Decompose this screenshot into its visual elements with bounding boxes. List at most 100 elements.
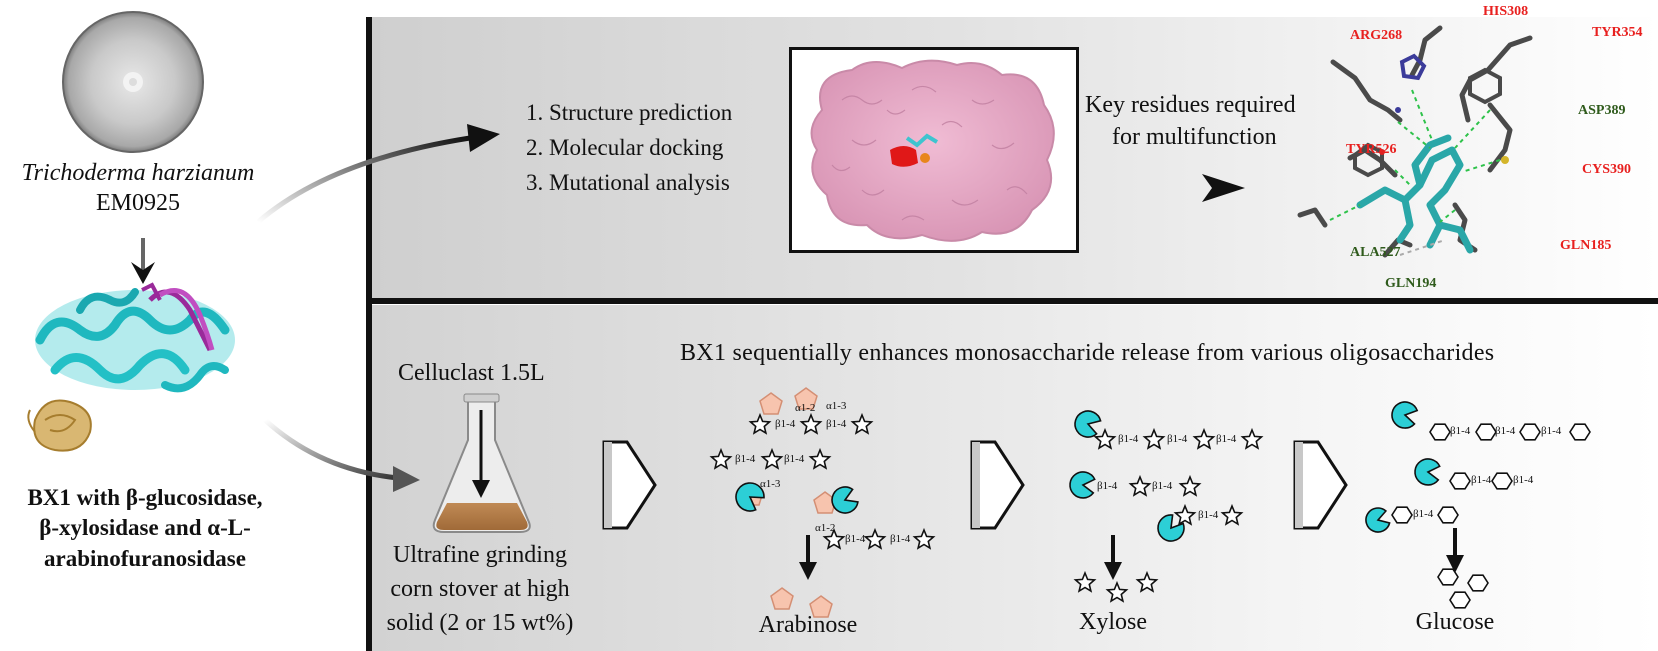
star-xylose-icon bbox=[1220, 503, 1244, 526]
bond-label: α1-2 bbox=[795, 402, 816, 414]
star-xylose-icon bbox=[1105, 580, 1129, 603]
pacman-enzyme-icon bbox=[1365, 507, 1391, 533]
pacman-enzyme-icon bbox=[1391, 401, 1419, 429]
pacman-enzyme-icon bbox=[1414, 458, 1441, 486]
bond-label: α1-3 bbox=[760, 478, 781, 490]
substrate-line3: solid (2 or 15 wt%) bbox=[386, 610, 574, 636]
bond-label: β1-4 bbox=[1167, 433, 1188, 445]
enzyme-caption-line3: arabinofuranosidase bbox=[44, 546, 246, 571]
residue-asp389: ASP389 bbox=[1578, 103, 1626, 118]
enzyme-product-label: Celluclast 1.5L bbox=[398, 360, 545, 386]
hexagon-glucose-icon bbox=[1569, 423, 1591, 441]
residue-arg268: ARG268 bbox=[1350, 28, 1403, 43]
product-xylose: Xylose bbox=[1079, 609, 1147, 635]
residue-tyr354: TYR354 bbox=[1592, 25, 1643, 40]
residue-cys390: CYS390 bbox=[1582, 162, 1632, 177]
key-residues-caption-line2: for multifunction bbox=[1112, 124, 1277, 150]
hexagon-glucose-icon bbox=[1475, 423, 1497, 441]
residue-gln185: GLN185 bbox=[1560, 238, 1612, 253]
star-xylose-icon bbox=[748, 412, 772, 435]
bond-label: β1-4 bbox=[1495, 425, 1516, 437]
bond-label: β1-4 bbox=[735, 453, 756, 465]
product-arrows bbox=[799, 528, 1464, 580]
hexagon-glucose-icon bbox=[1449, 472, 1471, 490]
residue-gln194: GLN194 bbox=[1385, 276, 1437, 291]
strain-id: EM0925 bbox=[96, 190, 180, 216]
star-xylose-icon bbox=[912, 527, 936, 550]
star-xylose-icon bbox=[1142, 427, 1166, 450]
product-arabinose: Arabinose bbox=[758, 612, 858, 638]
bond-label: β1-4 bbox=[1471, 474, 1492, 486]
petri-dish-icon bbox=[62, 11, 204, 153]
organism-name: Trichoderma harzianum bbox=[21, 160, 255, 186]
protein-ribbon-icon bbox=[27, 282, 235, 452]
star-xylose-icon bbox=[799, 412, 823, 435]
bond-label: β1-4 bbox=[1541, 425, 1562, 437]
erlenmeyer-flask-icon bbox=[432, 393, 531, 533]
protein-surface-panel bbox=[789, 47, 1079, 253]
residue-tyr526: TYR526 bbox=[1346, 142, 1397, 157]
residue-ala527: ALA527 bbox=[1350, 245, 1401, 260]
bond-label: α1-2 bbox=[815, 522, 836, 534]
bond-label: β1-4 bbox=[1097, 480, 1118, 492]
curved-arrow-to-analysis bbox=[256, 124, 500, 224]
bond-label: β1-4 bbox=[1198, 509, 1219, 521]
star-xylose-icon bbox=[808, 447, 832, 470]
bond-label: β1-4 bbox=[1216, 433, 1237, 445]
star-xylose-icon bbox=[1093, 427, 1117, 450]
star-xylose-icon bbox=[1128, 474, 1152, 497]
hexagon-glucose-icon bbox=[1437, 568, 1459, 586]
analysis-step-2: 2. Molecular docking bbox=[526, 135, 724, 160]
hexagon-glucose-icon bbox=[1449, 591, 1471, 609]
pacman-enzyme-icon bbox=[1157, 514, 1185, 542]
star-xylose-icon bbox=[1178, 474, 1202, 497]
down-arrow-left bbox=[131, 238, 155, 284]
bond-label: β1-4 bbox=[1413, 508, 1434, 520]
star-xylose-icon bbox=[1073, 570, 1097, 593]
curved-arrow-to-flask bbox=[263, 418, 420, 492]
bond-label: α1-3 bbox=[826, 400, 847, 412]
chevron-arrow-icon bbox=[602, 440, 1348, 530]
hexagon-glucose-icon bbox=[1429, 423, 1451, 441]
analysis-step-1: 1. Structure prediction bbox=[526, 100, 733, 125]
star-xylose-icon bbox=[709, 447, 733, 470]
star-xylose-icon bbox=[850, 412, 874, 435]
pacman-enzyme-icon bbox=[1069, 471, 1096, 499]
bond-label: β1-4 bbox=[1118, 433, 1139, 445]
analysis-step-3: 3. Mutational analysis bbox=[526, 170, 730, 195]
star-xylose-icon bbox=[760, 447, 784, 470]
star-xylose-icon bbox=[1192, 427, 1216, 450]
bond-label: β1-4 bbox=[1513, 474, 1534, 486]
hexagon-glucose-icon bbox=[1437, 506, 1459, 524]
hexagon-glucose-icon bbox=[1519, 423, 1541, 441]
hexagon-glucose-icon bbox=[1391, 506, 1413, 524]
star-xylose-icon bbox=[863, 527, 887, 550]
bond-label: β1-4 bbox=[775, 418, 796, 430]
key-residues-caption-line1: Key residues required bbox=[1085, 92, 1296, 118]
residue-interaction-map bbox=[1297, 25, 1533, 258]
vertical-divider bbox=[366, 17, 372, 651]
hexagon-glucose-icon bbox=[1491, 472, 1513, 490]
enzyme-caption-line2: β-xylosidase and α-L- bbox=[39, 515, 251, 540]
star-xylose-icon bbox=[1240, 427, 1264, 450]
bond-label: β1-4 bbox=[1152, 480, 1173, 492]
horizontal-divider bbox=[366, 298, 1658, 304]
bond-label: β1-4 bbox=[845, 533, 866, 545]
bond-label: β1-4 bbox=[784, 453, 805, 465]
protein-surface-icon bbox=[810, 59, 1055, 242]
star-xylose-icon bbox=[1135, 570, 1159, 593]
pacman-enzyme-icon bbox=[831, 486, 859, 514]
pacman-enzyme-icon bbox=[735, 482, 765, 512]
product-glucose: Glucose bbox=[1415, 609, 1495, 635]
star-xylose-icon bbox=[1173, 503, 1197, 526]
bond-label: β1-4 bbox=[890, 533, 911, 545]
bond-label: β1-4 bbox=[1450, 425, 1471, 437]
hexagon-glucose-icon bbox=[1467, 574, 1489, 592]
enzyme-caption-line1: BX1 with β-glucosidase, bbox=[27, 485, 263, 510]
star-xylose-icon bbox=[822, 527, 846, 550]
substrate-line2: corn stover at high bbox=[390, 576, 570, 602]
residue-his308: HIS308 bbox=[1483, 4, 1529, 19]
bond-label: β1-4 bbox=[826, 418, 847, 430]
substrate-line1: Ultrafine grinding bbox=[393, 542, 567, 568]
